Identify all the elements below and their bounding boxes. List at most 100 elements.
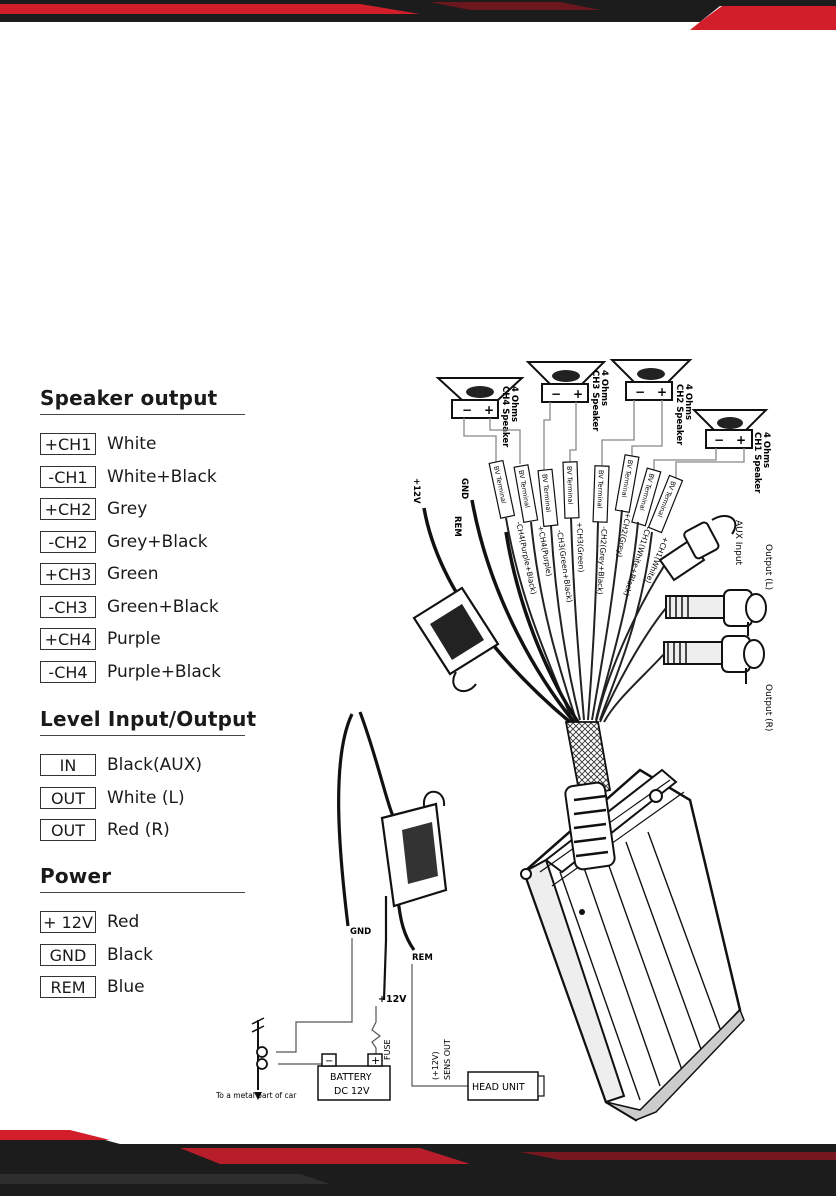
power-color-desc: Blue — [107, 977, 145, 997]
bv-terminal-label: BV Terminal — [565, 466, 574, 505]
battery-label-line1: BATTERY — [330, 1072, 372, 1083]
bottom-wiring-lines — [276, 938, 468, 1087]
power-color-desc: Black — [107, 944, 153, 965]
speaker-output-color-desc: White+Black — [107, 466, 217, 487]
speaker-output-row: -CH3 Green+Black — [40, 594, 245, 620]
power-row: + 12V Red — [40, 909, 245, 935]
bv-terminal-label: BV Terminal — [596, 470, 605, 509]
speaker-output-code-box: +CH3 — [40, 563, 96, 585]
level-io-legend: Level Input/Output IN Black(AUX) OUT White … — [40, 707, 256, 850]
bottom-labels: GND REM +12V FUSE BATTERY DC 12V (+12V) … — [215, 927, 525, 1100]
power-code-box: GND — [40, 943, 96, 966]
speaker-output-row: -CH4 Purple+Black — [40, 659, 245, 685]
power-code-box: REM — [40, 976, 96, 998]
speaker-ch4-icon: − + — [435, 377, 525, 419]
head-unit-label: HEAD UNIT — [472, 1082, 525, 1093]
harness-wires — [505, 509, 653, 721]
speaker-ch1-ohms: 4 Ohms — [761, 432, 771, 468]
speaker-ch2-ohms: 4 Ohms — [683, 384, 693, 420]
speaker-ch3-ohms: 4 Ohms — [599, 370, 609, 406]
speaker-output-row: +CH4 Purple — [40, 626, 245, 652]
bottom-gnd-label: GND — [350, 927, 371, 937]
svg-text:+: + — [484, 403, 494, 417]
bottom-decorative-band — [0, 1130, 836, 1196]
bottom-rem-label: REM — [412, 953, 433, 963]
speaker-output-code-box: -CH4 — [40, 660, 96, 683]
fuse-holder-top-icon — [412, 586, 500, 693]
rem-label: REM — [452, 516, 462, 537]
output-l-label: Output (L) — [763, 544, 773, 590]
speaker-output-color-desc: White — [107, 434, 157, 454]
speaker-ch3-name: CH3 Speaker — [590, 370, 600, 432]
level-io-color-desc: Black(AUX) — [107, 755, 202, 775]
battery-label-line2: DC 12V — [334, 1086, 370, 1097]
output-l-connector-icon — [665, 589, 767, 636]
battery-icon: − + — [317, 1053, 391, 1101]
braided-sleeve-icon — [564, 721, 612, 798]
power-labels-top: +12V GND REM — [411, 478, 469, 537]
speaker-leads — [463, 400, 745, 478]
power-color-desc: Red — [107, 912, 140, 932]
fuse-label: FUSE — [383, 1039, 392, 1060]
ground-note-label: To a metal part of car — [215, 1091, 297, 1100]
svg-text:−: − — [462, 403, 472, 417]
sens-out-label-line2: SENS OUT — [443, 1039, 452, 1080]
speaker-output-code-box: +CH4 — [40, 628, 96, 650]
pos-12v-label: +12V — [411, 478, 421, 504]
level-io-code-box: OUT — [40, 786, 96, 809]
level-io-title: Level Input/Output — [40, 707, 256, 736]
wire-label-plus-ch2: +CH2(Grey) — [615, 512, 633, 559]
rca-wires — [595, 565, 667, 723]
top-decorative-band — [0, 0, 836, 30]
output-r-connector-icon — [663, 635, 765, 684]
speaker-output-color-desc: Purple+Black — [107, 661, 221, 682]
speaker-ch2-icon: − + — [609, 359, 693, 401]
speaker-output-row: -CH2 Grey+Black — [40, 529, 245, 555]
aux-input-label: AUX Input — [733, 520, 743, 566]
amplifier-icon — [520, 768, 745, 1122]
gnd-label: GND — [459, 478, 469, 499]
rca-labels: AUX Input Output (L) Output (R) — [733, 520, 773, 731]
level-io-color-desc: Red (R) — [107, 820, 170, 840]
level-io-code-box: OUT — [40, 819, 96, 841]
output-r-label: Output (R) — [763, 684, 773, 731]
speaker-output-color-desc: Green+Black — [107, 596, 219, 617]
bottom-pos-12v-label: +12V — [378, 994, 407, 1005]
power-row: GND Black — [40, 942, 245, 968]
svg-text:+: + — [657, 385, 667, 399]
speaker-output-title: Speaker output — [40, 386, 245, 415]
power-title: Power — [40, 864, 245, 893]
level-io-row: OUT Red (R) — [40, 817, 245, 843]
harness-wire-labels: -CH4(Purple+Black) +CH4(Purple) -CH3(Gre… — [514, 512, 670, 604]
fuse-holder-bottom-icon — [380, 790, 448, 1001]
speaker-output-row: +CH2 Grey — [40, 496, 245, 522]
power-row: REM Blue — [40, 974, 245, 1000]
speaker-output-code-box: -CH3 — [40, 595, 96, 618]
level-io-code-box: IN — [40, 754, 96, 776]
speaker-ch1-icon: − + — [691, 409, 769, 449]
svg-text:+: + — [573, 387, 583, 401]
speaker-ch2-name: CH2 Speaker — [674, 384, 684, 446]
speaker-ch3-icon: − + — [525, 361, 607, 403]
speaker-ch4-ohms: 4 Ohms — [509, 386, 519, 422]
level-io-row: IN Black(AUX) — [40, 752, 245, 778]
power-code-box: + 12V — [40, 911, 96, 933]
speaker-output-code-box: +CH2 — [40, 498, 96, 520]
speaker-output-color-desc: Purple — [107, 629, 161, 649]
speaker-output-color-desc: Grey — [107, 499, 148, 519]
level-io-row: OUT White (L) — [40, 785, 245, 811]
speaker-output-color-desc: Grey+Black — [107, 531, 208, 552]
svg-text:−: − — [714, 433, 724, 447]
head-unit-icon — [467, 1071, 545, 1101]
level-io-color-desc: White (L) — [107, 787, 185, 808]
speaker-output-code-box: +CH1 — [40, 433, 96, 455]
battery-minus-symbol: − — [325, 1056, 333, 1067]
aux-input-connector-icon — [658, 515, 737, 582]
svg-text:−: − — [635, 385, 645, 399]
speaker-output-code-box: -CH2 — [40, 530, 96, 553]
